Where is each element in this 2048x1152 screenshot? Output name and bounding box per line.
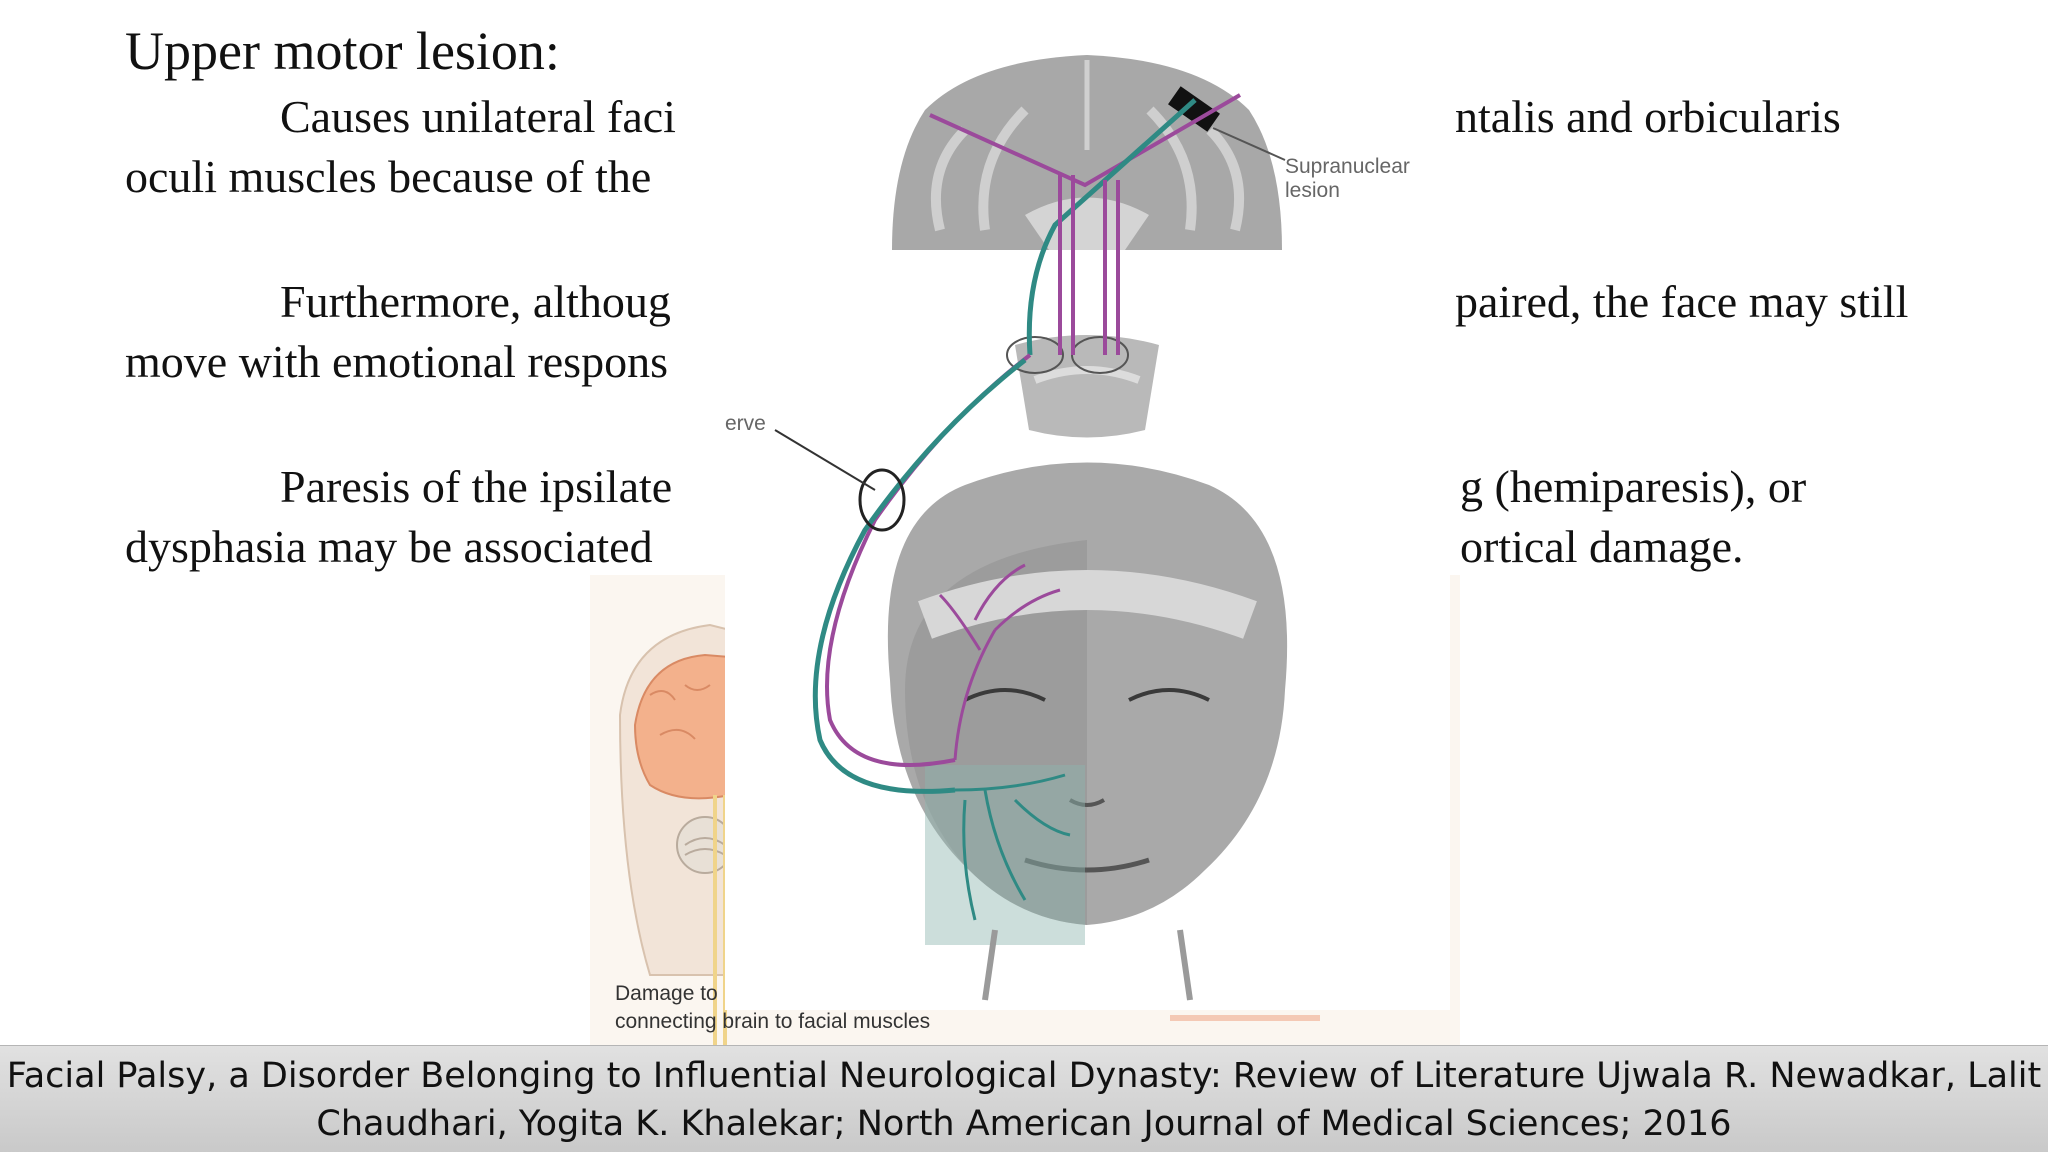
para1-line1-right: ntalis and orbicularis — [1455, 91, 1841, 142]
para3-line2-right: ortical damage. — [1460, 521, 1744, 572]
para3-line1-right: g (hemiparesis), or — [1460, 461, 1807, 512]
background-caption-line1: Damage to — [615, 982, 718, 1005]
para1-line2: oculi muscles because of the — [125, 151, 652, 202]
citation-footer: Facial Palsy, a Disorder Belonging to In… — [0, 1045, 2048, 1152]
background-diagram-art — [618, 623, 1320, 1045]
para2-line1-left: Furthermore, althoug — [280, 276, 671, 327]
nerve-label: erve — [725, 412, 766, 435]
supranuclear-label: Supranuclear — [1285, 155, 1410, 178]
para2-line1-right: paired, the face may still — [1455, 276, 1909, 327]
citation-line2: Chaudhari, Yogita K. Khalekar; North Ame… — [316, 1104, 1732, 1144]
para3-line2: dysphasia may be associated — [125, 521, 653, 572]
background-caption-line2: connecting brain to facial muscles — [615, 1010, 931, 1033]
facial-nerve-figure: Supranuclear lesion erve — [725, 0, 1450, 1010]
para2-line2: move with emotional respons — [125, 336, 668, 387]
facial-nerve-diagram — [774, 55, 1288, 1001]
para1-line1-left: Causes unilateral faci — [280, 91, 676, 142]
para3-line1-left: Paresis of the ipsilate — [280, 461, 673, 512]
lesion-label: lesion — [1285, 179, 1340, 202]
slide-heading: Upper motor lesion: — [125, 21, 560, 81]
citation-line1: Facial Palsy, a Disorder Belonging to In… — [6, 1056, 2042, 1096]
